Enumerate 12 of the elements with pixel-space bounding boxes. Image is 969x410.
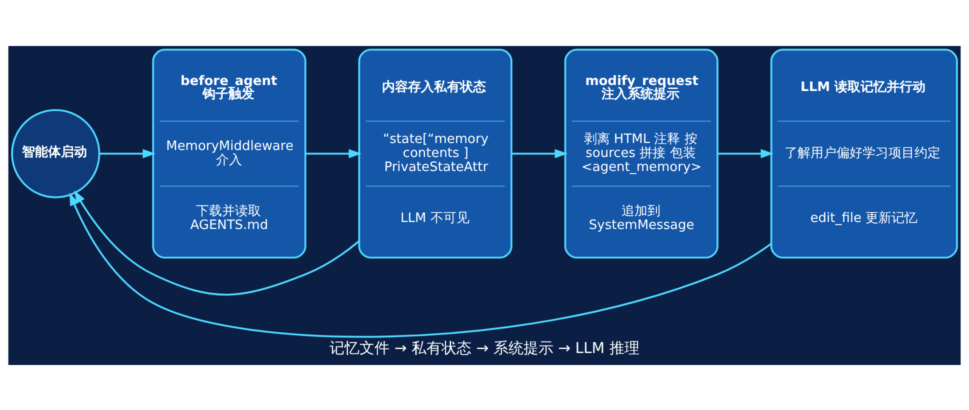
arrow: [74, 190, 360, 296]
node-box: 内容存入私有状态 “state[“memory contents ] PrivateStateAttr LLM 不可见: [358, 48, 512, 258]
node-box: before_agent 钩子触发 MemoryMiddleware 介入 下载并读取 AGENTS.md: [152, 48, 306, 258]
arrow: [99, 148, 156, 158]
node-box: modify_request 注入系统提示 剥离 HTML 注释 按 sources 拼接 包装 <agent_memory> 追加到 SystemMessage: [564, 48, 718, 258]
arrow: [306, 148, 362, 158]
arrow: [512, 148, 568, 158]
caption: 记忆文件 → 私有状态 → 系统提示 → LLM 推理: [330, 338, 640, 356]
node-box: LLM 读取记忆并行动 了解用户偏好学习项目约定 edit_file 更新记忆: [770, 48, 958, 258]
node-circle: 智能体启动: [11, 108, 100, 198]
arrow: [718, 148, 774, 158]
arrow: [69, 192, 772, 337]
